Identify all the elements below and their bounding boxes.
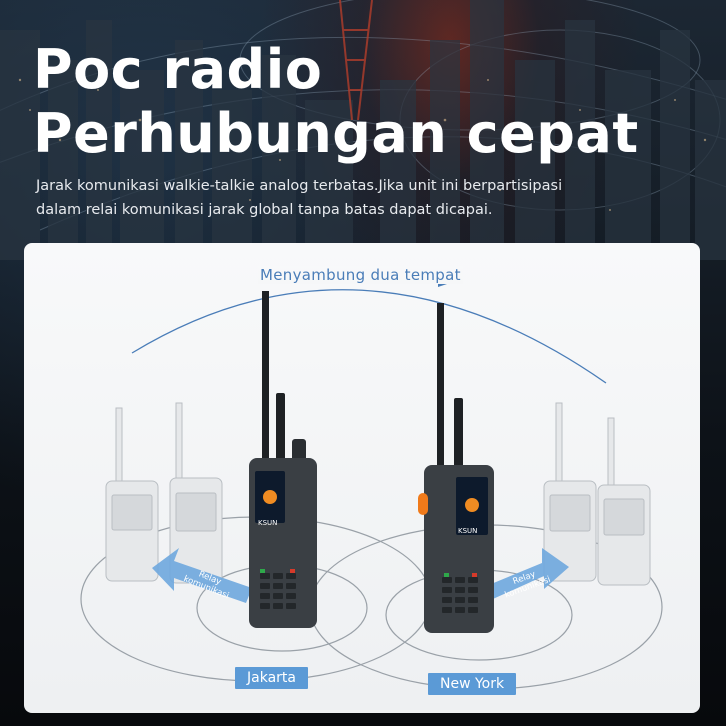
subtitle: Jarak komunikasi walkie-talkie analog te… (36, 174, 596, 222)
brand-logo-left: KSUN (258, 519, 277, 527)
relay-diagram: KSUN KSUN (80, 280, 663, 690)
brand-logo-right: KSUN (458, 527, 477, 535)
city-tag-new-york: New York (428, 673, 517, 695)
connect-label: Menyambung dua tempat (258, 266, 463, 284)
city-skyline-image (0, 0, 726, 260)
relay-radio-left-1 (105, 407, 159, 582)
connect-arc (131, 289, 607, 384)
relay-arrow-left (152, 548, 252, 603)
relay-radio-right-1 (543, 402, 597, 582)
relay-diagram-panel: KSUN KSUN (24, 243, 700, 713)
city-tag-jakarta: Jakarta (235, 667, 308, 689)
headline-line-1: Poc radio (33, 38, 323, 101)
relay-radio-right-2 (597, 417, 651, 586)
main-radio-left: KSUN (249, 291, 317, 628)
subtitle-line-2: dalam relai komunikasi jarak global tanp… (36, 202, 493, 218)
main-radio-right: KSUN (418, 303, 494, 633)
headline: Poc radio Perhubungan cepat (33, 38, 639, 166)
relay-radio-left-2 (169, 402, 223, 584)
relay-arrow-right (479, 548, 569, 603)
subtitle-line-1: Jarak komunikasi walkie-talkie analog te… (36, 178, 563, 194)
headline-line-2: Perhubungan cepat (33, 102, 639, 165)
